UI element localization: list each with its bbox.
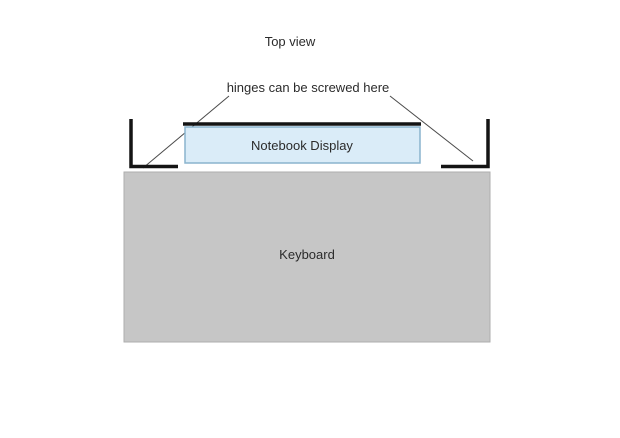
notebook-display-rect [184,126,421,164]
hinge-bracket-left [129,119,178,169]
keyboard-rect [123,171,491,343]
leader-line-right [389,95,474,162]
notebook-display-label: Notebook Display [251,138,353,153]
diagram-title: Top view [265,34,316,49]
hinge-annotation: hinges can be screwed here [227,80,390,95]
keyboard-label: Keyboard [279,247,335,262]
hinge-bracket-right [441,119,490,169]
